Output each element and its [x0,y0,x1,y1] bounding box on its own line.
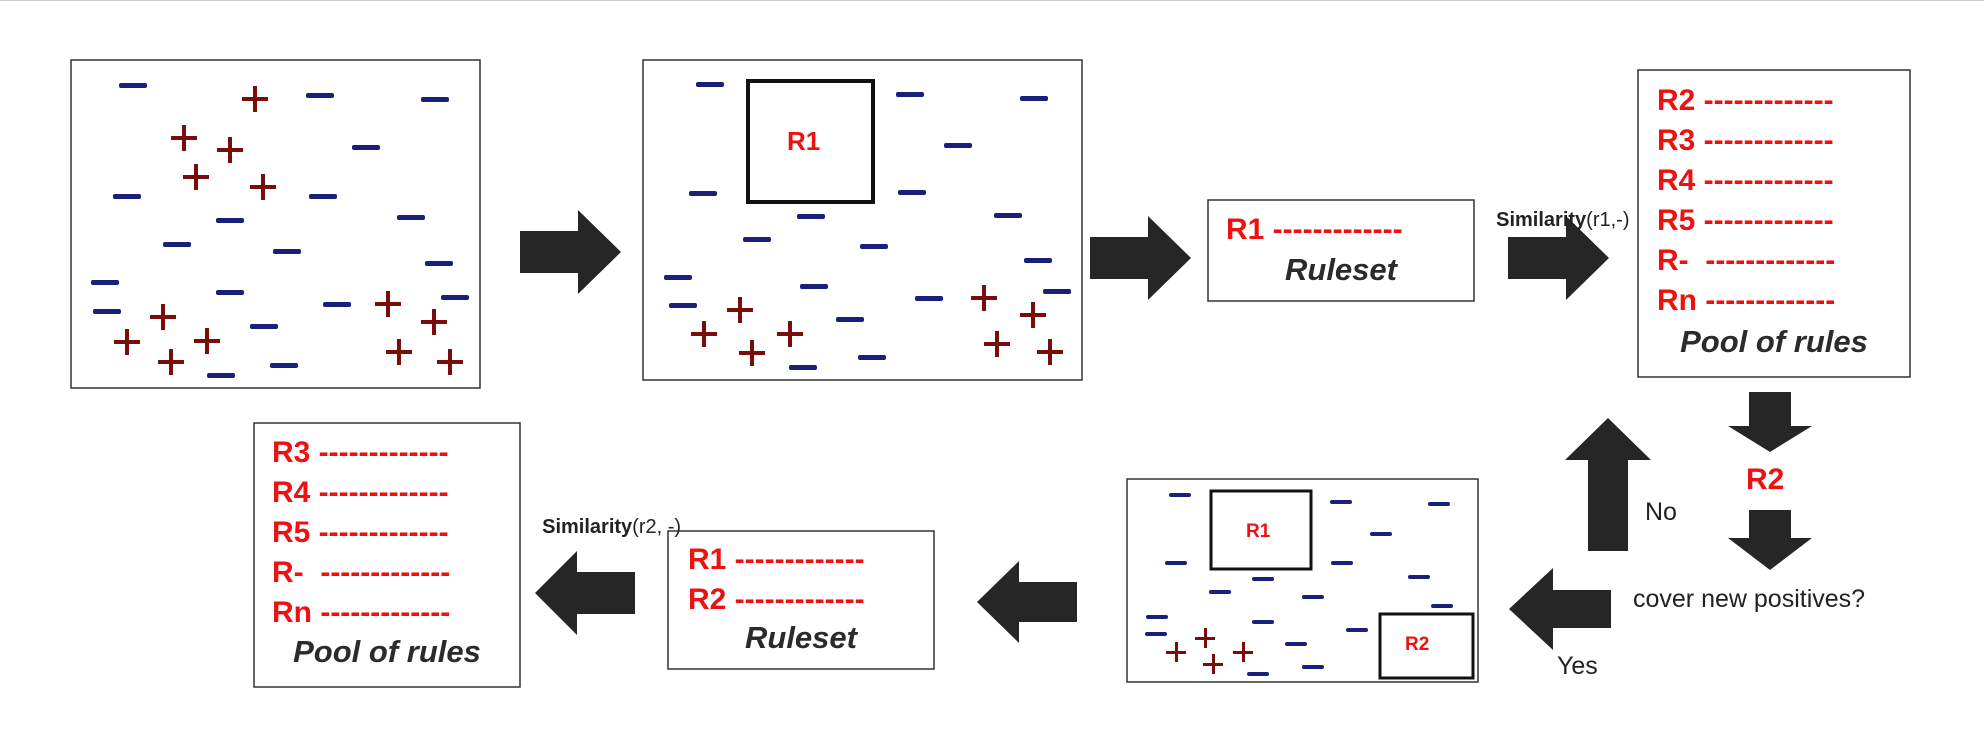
data-panel-2 [642,59,1083,381]
pool1-line: R- ------------- [1657,244,1836,277]
pool2-line: R4 ------------- [272,476,449,509]
arrow-right-2 [1090,216,1191,300]
arrow-down-1 [1728,392,1812,452]
arrow-left-3 [535,551,635,635]
data-panel-3-negatives [1145,493,1453,676]
top-divider [0,0,1984,1]
data-panel-1 [70,59,481,389]
ruleset1-line: R1 ------------- [1226,213,1403,246]
pool1-line: R3 ------------- [1657,124,1834,157]
data-panel-3 [1126,478,1479,683]
pool2-caption: Pool of rules [293,634,481,669]
ruleset2-line: R2 ------------- [688,583,865,616]
data-panel-1-points [91,83,469,378]
pool1-caption: Pool of rules [1680,324,1868,359]
negative-examples [91,83,469,378]
similarity-r2-bold: Similarity [542,516,633,538]
rule-r2-region [1378,612,1475,680]
data-panel-2-negatives [664,82,1071,370]
pool1-line: R4 ------------- [1657,164,1834,197]
selected-rule-r2: R2 [1746,463,1785,496]
rule-r2-label: R2 [1405,634,1430,655]
pool-box-1 [1637,69,1911,378]
ruleset-box-2 [667,530,935,670]
decision-no-label: No [1645,498,1677,526]
similarity-r2-args: (r2, -) [632,516,682,538]
ruleset2-line: R1 ------------- [688,543,865,576]
pool1-line: R2 ------------- [1657,84,1834,117]
ruleset2-caption: Ruleset [745,620,857,655]
arrow-right-1 [520,210,621,294]
pool2-line: R3 ------------- [272,436,449,469]
arrow-down-2 [1728,510,1812,570]
rule-r1-region-small [1209,489,1313,571]
pool1-line: Rn ------------- [1657,284,1836,317]
pool1-line: R5 ------------- [1657,204,1834,237]
similarity-r1-bold: Similarity [1496,209,1587,231]
similarity-r1-label: Similarity(r1,-) [1485,186,1630,232]
pool-box-2 [253,422,521,688]
pool2-line: Rn ------------- [272,596,451,629]
ruleset-box-1 [1207,199,1475,302]
arrow-right-3 [1508,216,1609,300]
ruleset1-caption: Ruleset [1285,252,1397,287]
arrow-up-no [1565,418,1651,551]
pool2-line: R5 ------------- [272,516,449,549]
pool2-line: R- ------------- [272,556,451,589]
data-panel-2-positives [691,285,1063,366]
decision-question: cover new positives? [1633,585,1866,613]
similarity-r2-label: Similarity(r2, -) [531,493,681,539]
rule-r1-region [746,79,875,204]
rule-r1-label-small: R1 [1246,521,1271,542]
arrow-left-2 [977,561,1077,643]
similarity-r1-args: (r1,-) [1586,209,1630,231]
positive-examples [114,86,463,375]
decision-yes-label: Yes [1557,652,1598,680]
rule-r1-label: R1 [787,126,821,156]
arrow-left-yes [1509,568,1611,650]
data-panel-3-positives [1166,628,1253,674]
